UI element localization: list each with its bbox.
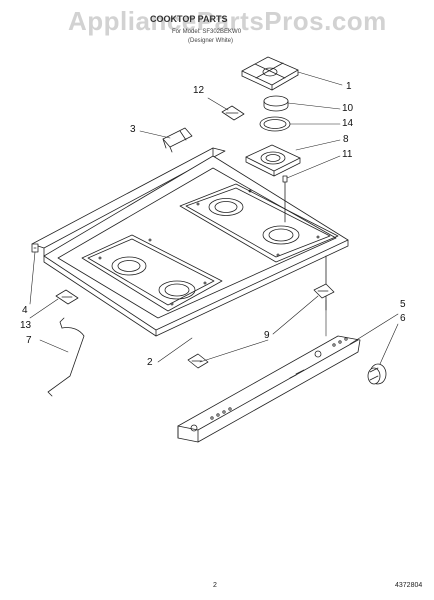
callout-2: 2 — [147, 357, 153, 368]
clip-part-9-upper — [313, 283, 335, 299]
watermark-text: AppliancePartsPros.com — [68, 6, 387, 36]
prop-rod-7 — [47, 317, 85, 397]
callout-7: 7 — [26, 335, 32, 346]
callout-6: 6 — [400, 313, 406, 324]
clip-part-9-lower — [187, 353, 209, 369]
burner-cap — [263, 95, 289, 112]
bracket-part-4 — [31, 243, 39, 253]
callout-5: 5 — [400, 299, 406, 310]
callout-10: 10 — [342, 103, 354, 114]
color-line: (Designer White) — [188, 38, 234, 44]
burner-ring-gasket — [259, 116, 291, 132]
cooktop-main-top — [31, 147, 349, 337]
callout-4: 4 — [22, 305, 28, 316]
callout-14: 14 — [342, 118, 354, 129]
orifice-spud — [282, 175, 288, 223]
burner-base-assembly — [245, 144, 301, 177]
callout-13: 13 — [20, 320, 32, 331]
control-panel-manifold — [177, 335, 361, 443]
page-number: 2 — [213, 582, 217, 589]
callout-3: 3 — [130, 124, 136, 135]
document-number: 4372804 — [395, 582, 423, 589]
control-knob — [367, 363, 387, 385]
diagram-title: COOKTOP PARTS — [150, 14, 228, 24]
hinge-bracket-3 — [162, 127, 193, 153]
model-line: For Model: SF302BEKW0 — [172, 29, 242, 35]
callout-11: 11 — [342, 149, 353, 160]
burner-grate — [241, 56, 299, 91]
callout-8: 8 — [343, 134, 349, 145]
callout-1: 1 — [346, 81, 352, 92]
clip-part-13 — [55, 289, 79, 305]
callout-9: 9 — [264, 330, 270, 341]
callout-leader-lines — [29, 71, 399, 365]
callout-12: 12 — [193, 85, 205, 96]
